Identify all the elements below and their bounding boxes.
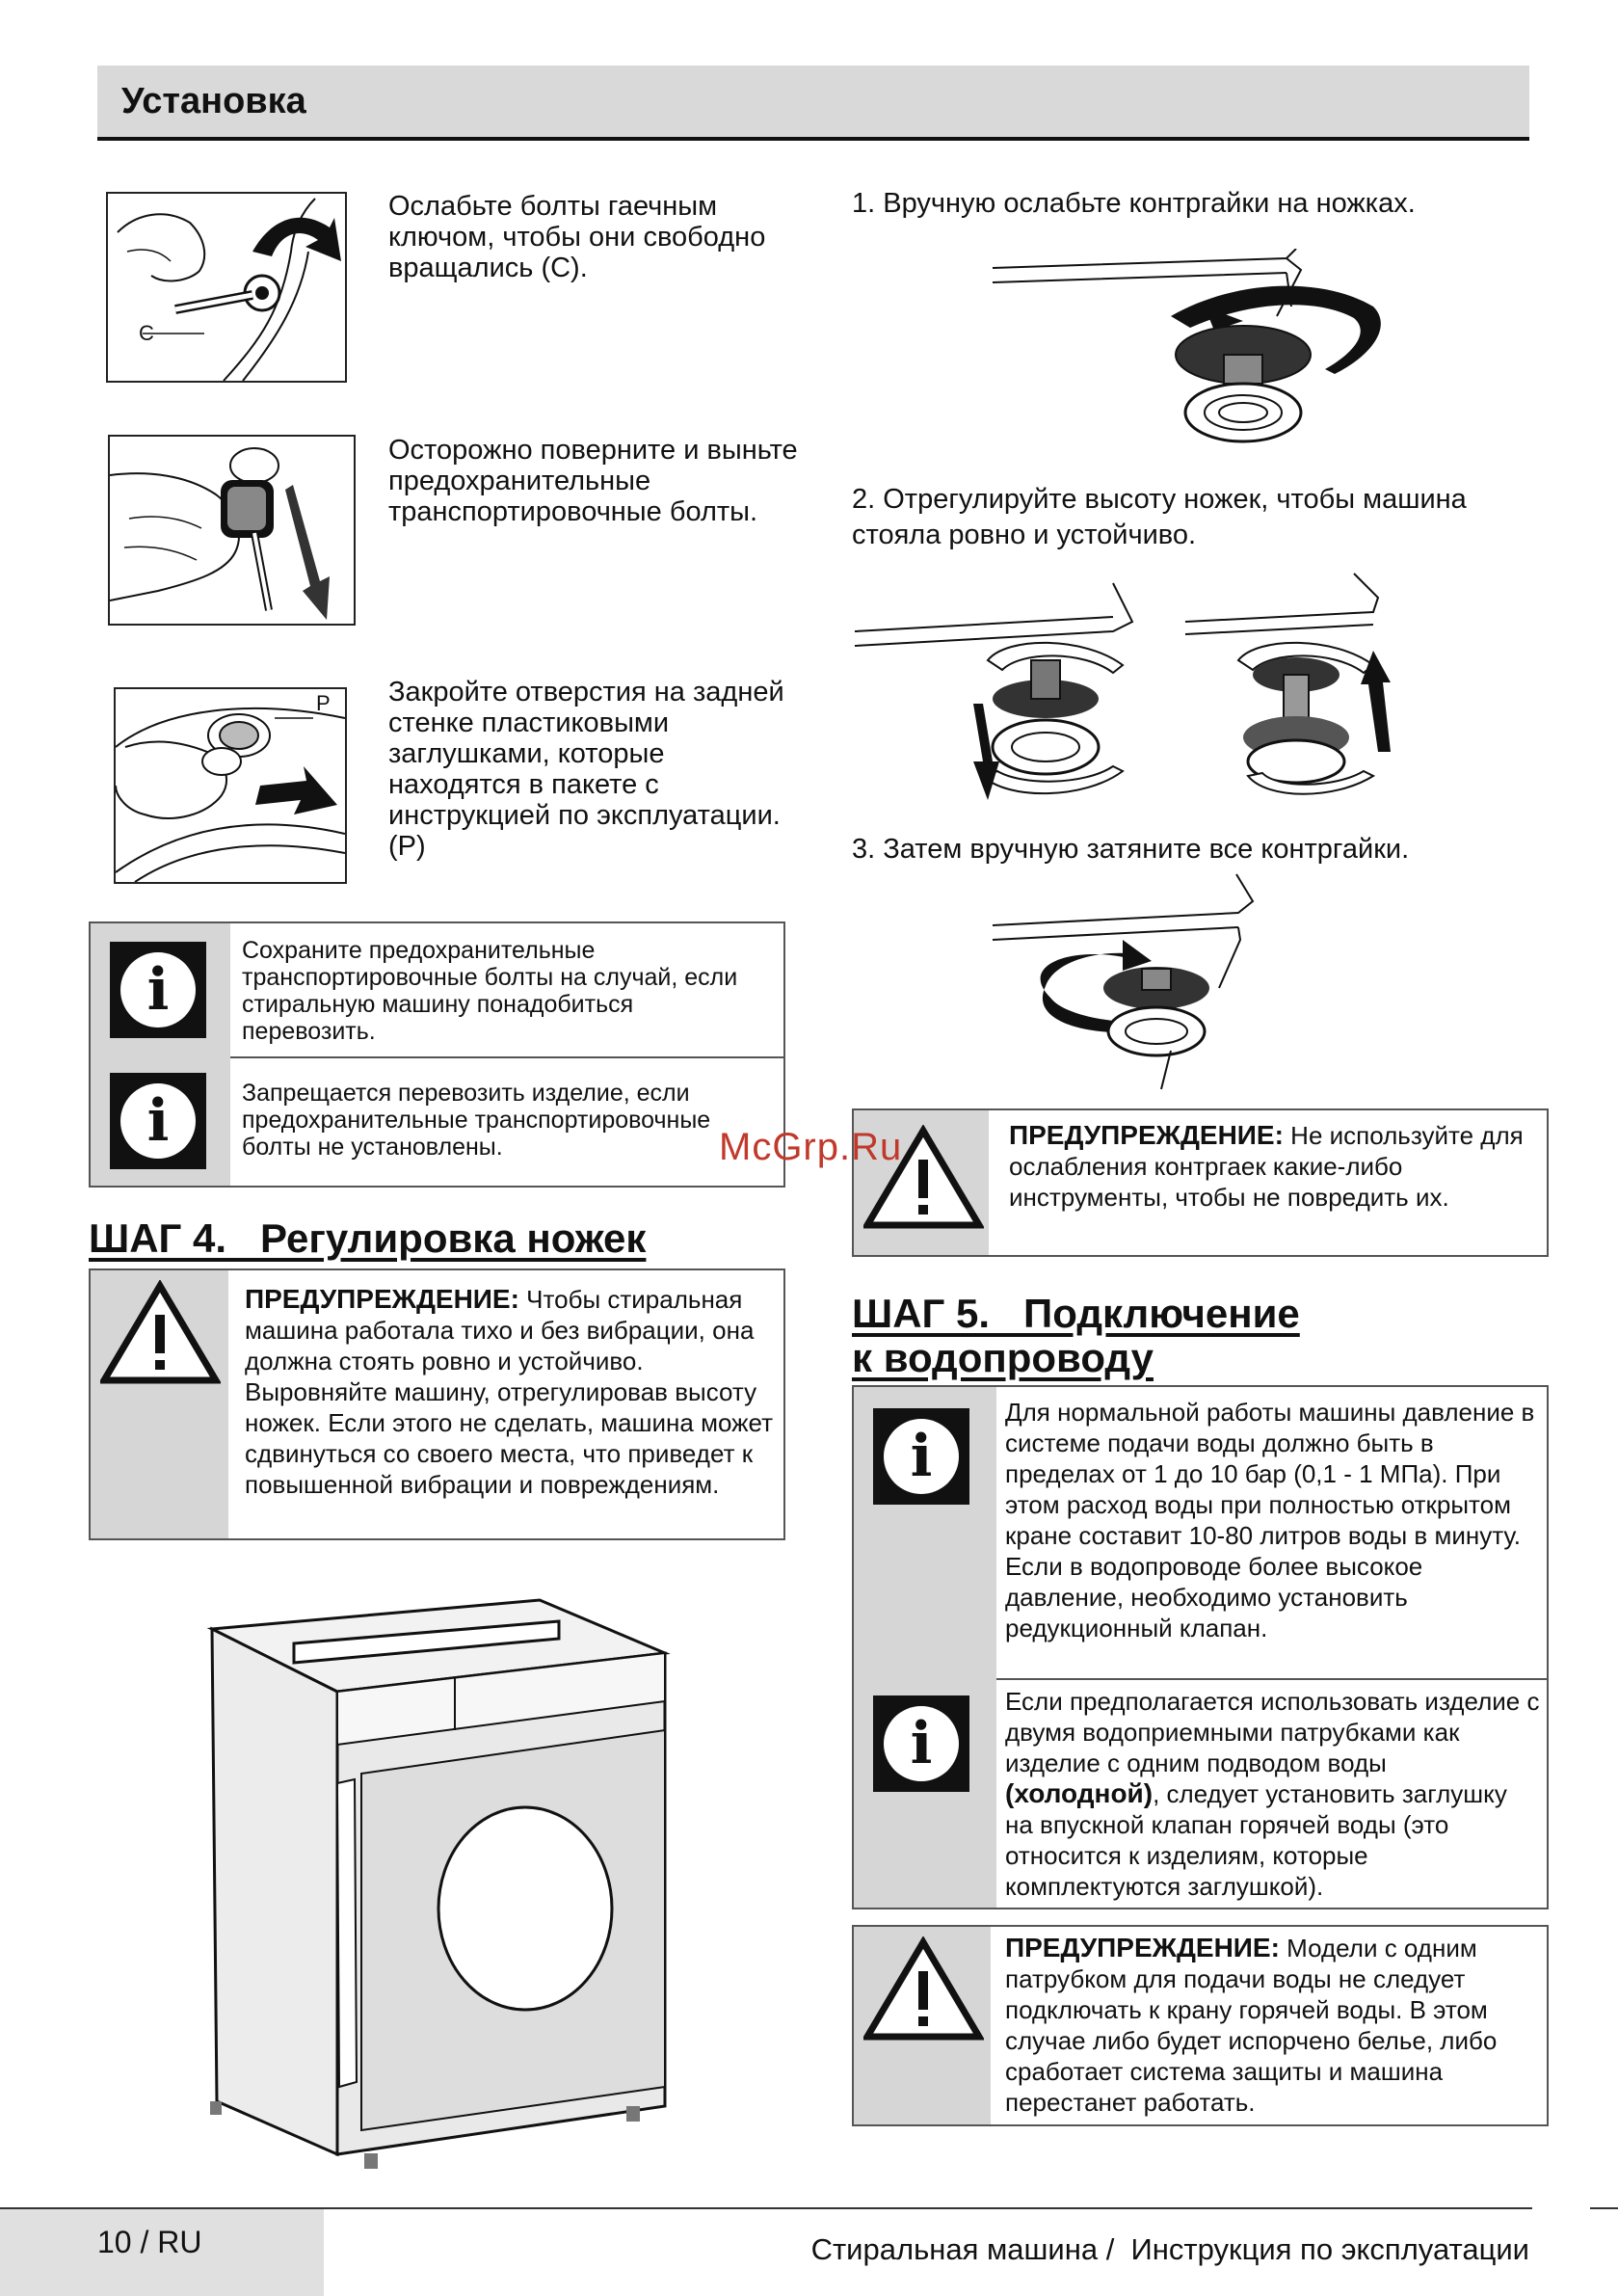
watermark: McGrp.Ru [719, 1126, 903, 1168]
footer-divider [0, 2207, 1532, 2209]
warning-icon [863, 1936, 984, 2041]
page-number: 10 / RU [97, 2225, 202, 2259]
warning-heading: ПРЕДУПРЕЖДЕНИЕ: [1009, 1120, 1284, 1150]
warning-heading: ПРЕДУПРЕЖДЕНИЕ: [245, 1284, 519, 1314]
info-pressure-text: Для нормальной работы машины давление в … [1005, 1398, 1535, 1642]
step5-title-line2: к водопроводу [852, 1335, 1154, 1380]
figure-loosen-bolts: C [106, 192, 347, 383]
info-note-text: Сохраните предохранительные транспортиро… [242, 937, 738, 1045]
step5-info-box: i Для нормальной работы машины давление … [852, 1385, 1549, 1909]
info-icon: i [110, 1073, 206, 1169]
locknut-warning-text: ПРЕДУПРЕЖДЕНИЕ: Не используйте для ослаб… [1009, 1120, 1534, 1213]
page-title: Установка [121, 81, 306, 121]
footer-title: Стиральная машина / Инструкция по эксплу… [810, 2232, 1529, 2266]
step-text-plug: Закройте отверстия на задней стенке плас… [388, 677, 784, 862]
footer-page-block [0, 2209, 324, 2296]
info-note-save-bolts: i Сохраните предохранительные транспорти… [91, 923, 783, 1058]
washing-machine-illustration [206, 1598, 671, 2169]
info-notes-box: i Сохраните предохранительные транспорти… [89, 921, 785, 1188]
step4-warning-text: ПРЕДУПРЕЖДЕНИЕ: Чтобы стиральная машина … [245, 1284, 780, 1500]
figure-label-c: C [139, 321, 154, 345]
warning-body: Модели с одним патрубком для подачи воды… [1005, 1934, 1498, 2117]
right-step-3: 3. Затем вручную затяните все контргайки… [852, 834, 1410, 865]
step4-warning-box: ПРЕДУПРЕЖДЕНИЕ: Чтобы стиральная машина … [89, 1268, 785, 1540]
warning-heading: ПРЕДУПРЕЖДЕНИЕ: [1005, 1933, 1280, 1962]
warning-body: Не используйте для ослабления контргаек … [1009, 1121, 1524, 1212]
info-icon: i [873, 1408, 969, 1505]
locknut-warning-box: ПРЕДУПРЕЖДЕНИЕ: Не используйте для ослаб… [852, 1108, 1549, 1257]
figure-adjust-height [854, 573, 1391, 800]
info-note-no-transport: i Запрещается перевозить изделие, если п… [91, 1056, 783, 1186]
step5-title: ШАГ 5. Подключение к водопроводу [852, 1292, 1300, 1380]
step5-title-line1: ШАГ 5. Подключение [852, 1291, 1300, 1336]
step-text-loosen: Ослабьте болты гаечным ключом, чтобы они… [388, 191, 766, 283]
right-step-2: 2. Отрегулируйте высоту ножек, чтобы маш… [852, 484, 1467, 550]
step-text-remove: Осторожно поверните и выньте предохранит… [388, 435, 798, 527]
figure-plug-holes: P [114, 687, 347, 884]
step5-warning-box: ПРЕДУПРЕЖДЕНИЕ: Модели с одним патрубком… [852, 1925, 1549, 2126]
figure-tighten-locknut [992, 873, 1255, 1090]
info-cold-inlet-text: Если предполагается использовать изделие… [1005, 1687, 1540, 1901]
info-icon: i [110, 942, 206, 1038]
step4-title: ШАГ 4. Регулировка ножек [89, 1215, 647, 1261]
info-note-cold-inlet: i Если предполагается использовать издел… [854, 1678, 1547, 1908]
info-icon: i [873, 1695, 969, 1792]
header-bar [97, 66, 1529, 141]
warning-icon [863, 1125, 984, 1229]
figure-label-p: P [316, 691, 331, 715]
right-step-1: 1. Вручную ослабьте контргайки на ножках… [852, 188, 1416, 219]
step5-warning-text: ПРЕДУПРЕЖДЕНИЕ: Модели с одним патрубком… [1005, 1933, 1540, 2118]
warning-icon [100, 1280, 221, 1384]
figure-loosen-locknut [992, 249, 1381, 443]
info-note-pressure: i Для нормальной работы машины давление … [854, 1387, 1547, 1680]
figure-remove-bolts [108, 435, 356, 626]
warning-body: Чтобы стиральная машина работала тихо и … [245, 1285, 774, 1499]
footer-divider-right [1590, 2207, 1618, 2209]
info-note-text: Запрещается перевозить изделие, если пре… [242, 1080, 711, 1161]
